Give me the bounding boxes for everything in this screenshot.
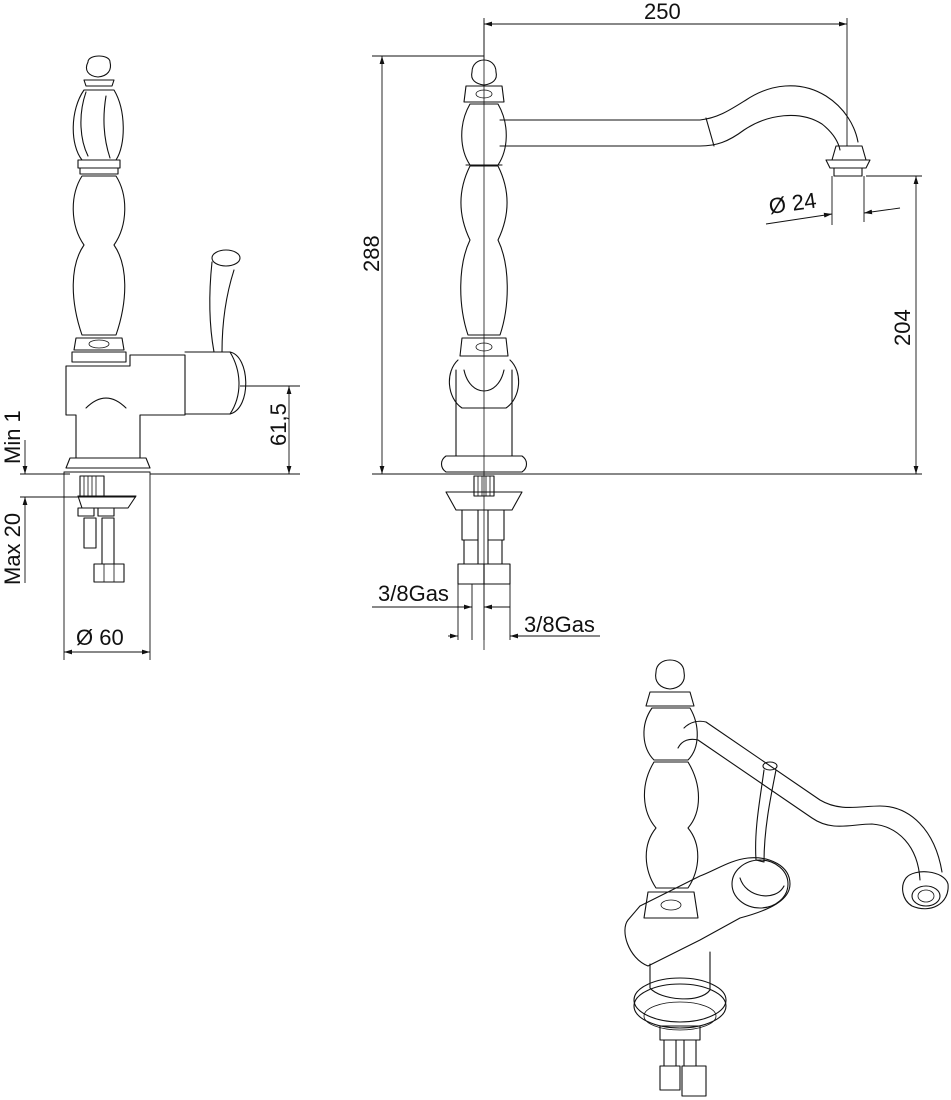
front-view xyxy=(439,20,871,650)
dimension-gas-right: 3/8Gas xyxy=(524,612,595,637)
dimension-min-1: Min 1 xyxy=(0,410,25,464)
dimension-diameter-24: Ø 24 xyxy=(767,188,818,219)
side-view xyxy=(63,55,247,583)
dimension-max-20: Max 20 xyxy=(0,513,25,585)
isometric-view xyxy=(624,659,949,1097)
dimension-gas-left: 3/8Gas xyxy=(378,581,449,606)
dimension-288: 288 xyxy=(359,235,384,272)
dimension-diameter-60: Ø 60 xyxy=(76,625,124,650)
front-view-dimensions xyxy=(372,18,922,640)
side-view-dimensions xyxy=(20,385,300,660)
dimension-204: 204 xyxy=(890,309,915,346)
dimension-61-5: 61,5 xyxy=(266,403,291,446)
dimension-250: 250 xyxy=(644,0,681,24)
